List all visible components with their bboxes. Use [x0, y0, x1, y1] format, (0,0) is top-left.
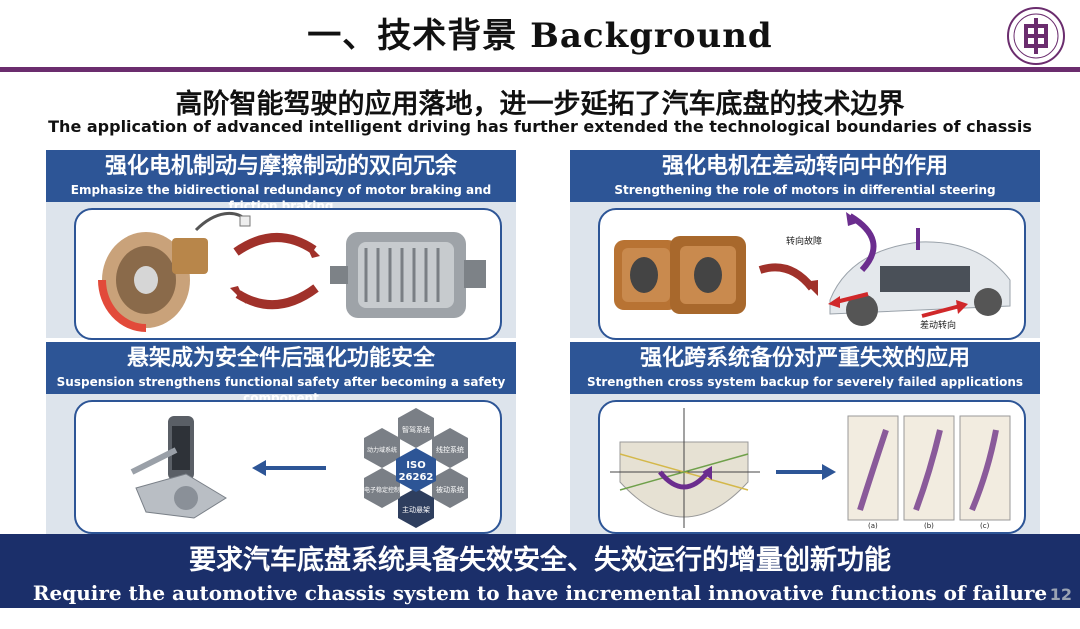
electric-motor-image — [330, 232, 486, 318]
arrow-to-car — [758, 263, 818, 296]
car-chassis-image — [828, 212, 1011, 326]
footer-banner: 要求汽车底盘系统具备失效安全、失效运行的增量创新功能 Require the a… — [0, 534, 1080, 629]
braking-illustration-card — [74, 208, 502, 340]
brake-disc-image — [98, 211, 251, 332]
cycle-arrows — [230, 233, 320, 310]
plot-label-c: (c) — [980, 522, 990, 530]
left-arrow — [252, 460, 326, 476]
plot-label-b: (b) — [924, 522, 934, 530]
panel-title-cn: 强化电机制动与摩擦制动的双向冗余 — [104, 154, 457, 179]
university-logo — [1004, 6, 1068, 66]
suspension-illustration-card: 智驾系统 线控系统 被动系统 主动悬架 电子稳定控制 动力域系统 ISO 262… — [74, 400, 502, 534]
subtitle-chinese: 高阶智能驾驶的应用落地，进一步延拓了汽车底盘的技术边界 — [175, 89, 905, 120]
panel-title-cn: 强化电机在差动转向中的作用 — [661, 154, 948, 179]
differential-steering-label: 差动转向 — [920, 319, 956, 331]
right-arrow — [776, 464, 836, 480]
panel-title-en: Strengthen cross system backup for sever… — [586, 375, 1024, 389]
panel-cross-system-backup: 强化跨系统备份对严重失效的应用 Strengthen cross system … — [570, 342, 1040, 534]
panel-suspension-safety: 悬架成为安全件后强化功能安全 Suspension strengthens fu… — [46, 342, 516, 534]
panel-title-cn: 悬架成为安全件后强化功能安全 — [126, 346, 435, 371]
iso-hexagon-diagram: 智驾系统 线控系统 被动系统 主动悬架 电子稳定控制 动力域系统 ISO 262… — [364, 408, 468, 528]
plot-label-a: (a) — [868, 522, 878, 530]
hex-item: 主动悬架 — [402, 505, 430, 514]
backup-illustration-card: (a) (b) (c) — [598, 400, 1026, 534]
hex-item: 线控系统 — [436, 445, 464, 454]
panel-differential-steering: 强化电机在差动转向中的作用 Strengthening the role of … — [570, 150, 1040, 340]
hex-item: 电子稳定控制 — [364, 486, 400, 494]
lane-change-plots: (a) (b) (c) — [847, 415, 1011, 530]
panel-header: 强化电机制动与摩擦制动的双向冗余 Emphasize the bidirecti… — [46, 150, 516, 213]
panel-header: 悬架成为安全件后强化功能安全 Suspension strengthens fu… — [46, 342, 516, 405]
hex-center-line2: 26262 — [399, 472, 434, 483]
footer-text-en: Require the automotive chassis system to… — [32, 581, 1048, 629]
steering-fault-label: 转向故障 — [786, 235, 822, 247]
hex-item: 动力域系统 — [367, 446, 397, 454]
phase-plot-image — [610, 408, 760, 528]
panel-title-en: Strengthening the role of motors in diff… — [614, 183, 996, 197]
subtitle-english: The application of advanced intelligent … — [48, 117, 1032, 136]
page-number: 12 — [1049, 585, 1072, 604]
title-divider — [0, 67, 1080, 72]
steering-illustration-card: 转向故障 差动转向 — [598, 208, 1026, 340]
hex-center-line1: ISO — [406, 460, 425, 471]
suspension-strut-image — [130, 416, 227, 519]
panel-header: 强化跨系统备份对严重失效的应用 Strengthen cross system … — [570, 342, 1040, 394]
page-title: 一、技术背景 Background — [307, 16, 773, 56]
panel-header: 强化电机在差动转向中的作用 Strengthening the role of … — [570, 150, 1040, 202]
panel-braking-redundancy: 强化电机制动与摩擦制动的双向冗余 Emphasize the bidirecti… — [46, 150, 516, 340]
hub-motor-image — [614, 236, 746, 314]
hex-item: 智驾系统 — [402, 425, 430, 434]
hex-item: 被动系统 — [436, 485, 464, 494]
panel-title-cn: 强化跨系统备份对严重失效的应用 — [639, 346, 970, 371]
footer-text-cn: 要求汽车底盘系统具备失效安全、失效运行的增量创新功能 — [189, 545, 891, 576]
